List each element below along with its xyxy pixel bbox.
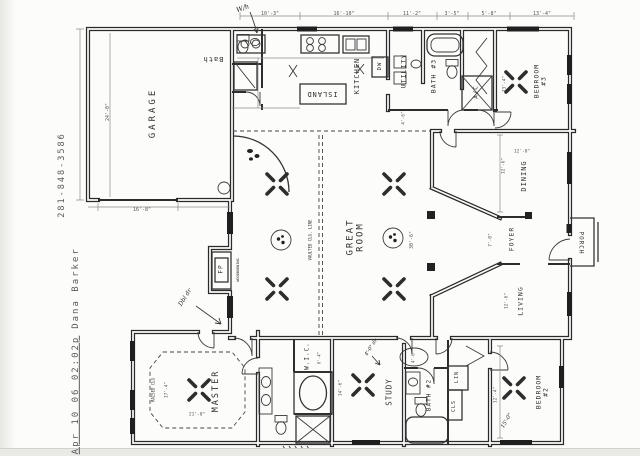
garage-label: GARAGE <box>147 87 158 139</box>
ac-label: A/C <box>472 85 480 99</box>
handwritten-arrows <box>195 11 381 366</box>
island-label: ISLAND <box>306 90 338 99</box>
bedroom2-label: BEDROOM #2 <box>534 374 550 410</box>
doors <box>197 37 512 385</box>
ceiling-lines <box>233 130 430 336</box>
dishwasher-label: DW <box>376 61 383 71</box>
utility-label: UTILITY <box>399 53 408 89</box>
columns <box>427 211 532 271</box>
dim-garage-width: 24'-0" <box>105 102 112 122</box>
dim-bedroom2: 12'-4" <box>493 386 499 404</box>
dim-garage-door: 16'-8" <box>132 207 152 214</box>
wic-label: W.I.C. <box>303 342 311 370</box>
dim-top-3: 11'-2" <box>402 11 422 18</box>
bath2-label: BATH #2 <box>425 378 433 412</box>
dim-dining-w: 12'-8" <box>513 149 531 155</box>
fax-timestamp: Apr 10 06 02:02p <box>70 335 81 455</box>
dim-top-5: 5'-8" <box>481 11 497 18</box>
bath3-label: BATH #3 <box>429 58 438 94</box>
master-bath-fixtures <box>149 351 333 453</box>
dim-top-2: 16'-10" <box>333 11 355 18</box>
dim-wic: 6'-4" <box>316 351 322 365</box>
dim-master-length: 21'-0" <box>188 412 206 418</box>
dim-top-1: 10'-3" <box>260 11 280 18</box>
great-room-label: GREAT ROOM <box>345 218 366 256</box>
closet-label: CLS <box>451 399 458 413</box>
raised-ceiling-note: RAISED CLG <box>150 377 156 403</box>
bedroom3-label: BEDROOM #3 <box>532 63 548 99</box>
dim-living: 12'-6" <box>504 292 510 310</box>
dimension-lines <box>76 12 575 439</box>
dim-top-6: 13'-4" <box>532 11 552 18</box>
dim-great-room: 30'-6" <box>409 230 416 250</box>
kitchen-label: KITCHEN <box>352 57 361 95</box>
dim-dining-h: 12'-6" <box>501 157 507 175</box>
bath2-fixtures <box>399 347 469 444</box>
dim-kitchen-hall: 4'-6" <box>401 111 407 125</box>
dim-top-4: 3'-5" <box>444 11 460 18</box>
dim-bedroom3: 13'-4" <box>502 75 508 93</box>
dining-label: DINING <box>519 160 528 192</box>
fireplace-label: FP <box>217 264 225 274</box>
windows <box>130 26 572 445</box>
dim-foyer: 7'-0" <box>488 233 494 247</box>
linen-label: LIN <box>454 370 461 384</box>
master-label: MASTER <box>211 369 222 413</box>
dim-study: 14'-6" <box>338 379 344 397</box>
fax-phone: 281-848-3586 <box>57 132 68 218</box>
living-label: LIVING <box>516 286 525 316</box>
bath-utility-fixtures <box>233 33 493 111</box>
fireplace-type-note: WOODBURNING <box>235 258 240 282</box>
fireplace <box>211 251 232 290</box>
fax-sender-name: Dana Barker <box>70 247 81 329</box>
porch-outline <box>548 217 599 267</box>
kitchen-fixtures <box>232 34 389 193</box>
vaulted-ceiling-note: VAULTED CLG. LINE <box>307 219 313 261</box>
foyer-label: FOYER <box>507 226 516 252</box>
bath1-label: Bath <box>202 55 224 64</box>
dim-master-width: 17'-4" <box>164 381 170 399</box>
scan-edge-bottom <box>0 448 640 456</box>
dim-study-door: 4'-6" <box>410 350 416 364</box>
study-label: STUDY <box>384 378 394 406</box>
scan-edge-left <box>0 0 16 456</box>
porch-label: PORCH <box>577 231 585 255</box>
